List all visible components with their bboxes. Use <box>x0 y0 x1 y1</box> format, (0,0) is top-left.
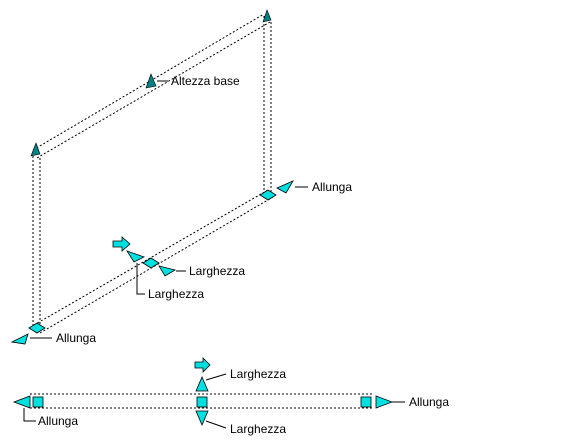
plan-stretch-left-label: Allunga <box>38 414 78 428</box>
height-grip-top-right-icon[interactable] <box>262 9 272 23</box>
plan-stretch-arrow-right-icon[interactable] <box>375 395 394 409</box>
plan-width-bottom-leader <box>205 420 227 429</box>
plan-stretch-grip-right-icon[interactable] <box>360 396 372 408</box>
plan-width-top-leader <box>205 373 227 381</box>
plan-width-top-label: Larghezza <box>230 367 286 381</box>
width-grip-lower-icon[interactable] <box>158 265 177 277</box>
plan-stretch-grip-left-icon[interactable] <box>32 396 44 408</box>
plan-width-bottom-label: Larghezza <box>230 422 286 436</box>
stretch-arrow-top-right-icon[interactable] <box>276 180 294 194</box>
stretch-arrow-bottom-left-icon[interactable] <box>10 333 29 345</box>
flip-arrow-icon[interactable] <box>112 236 131 252</box>
width-below-label: Larghezza <box>148 287 204 301</box>
width-grip-upper-icon[interactable] <box>126 250 146 263</box>
plan-wall-view: Larghezza Larghezza Allunga Allunga <box>12 357 449 436</box>
stretch-bottom-left-label: Allunga <box>56 331 96 345</box>
plan-stretch-left-leader <box>23 408 36 422</box>
stretch-grip-top-right-icon[interactable] <box>259 189 277 201</box>
plan-stretch-arrow-left-icon[interactable] <box>12 395 31 409</box>
width-below-leader <box>136 263 145 295</box>
wall-right-edge <box>263 16 272 195</box>
plan-flip-arrow-icon[interactable] <box>194 357 211 373</box>
height-grip-top-left-icon[interactable] <box>30 142 41 157</box>
width-right-label: Larghezza <box>189 264 245 278</box>
plan-center-grip-icon[interactable] <box>196 396 208 408</box>
wall-bottom-edge <box>33 189 274 334</box>
base-height-label: Altezza base <box>171 74 240 88</box>
wall-left-edge <box>32 152 41 330</box>
plan-stretch-right-label: Allunga <box>409 395 449 409</box>
stretch-top-right-label: Allunga <box>312 180 352 194</box>
plan-width-grip-bottom-icon[interactable] <box>195 410 209 427</box>
center-stretch-grip-icon[interactable] <box>142 257 160 269</box>
isometric-wall-view: Altezza base Allunga Larghezza Larg <box>10 9 352 345</box>
base-height-grip-icon[interactable] <box>145 73 157 89</box>
stretch-grip-bottom-left-icon[interactable] <box>28 322 46 334</box>
wall-top-edge <box>32 13 271 159</box>
plan-width-grip-top-icon[interactable] <box>195 375 209 392</box>
